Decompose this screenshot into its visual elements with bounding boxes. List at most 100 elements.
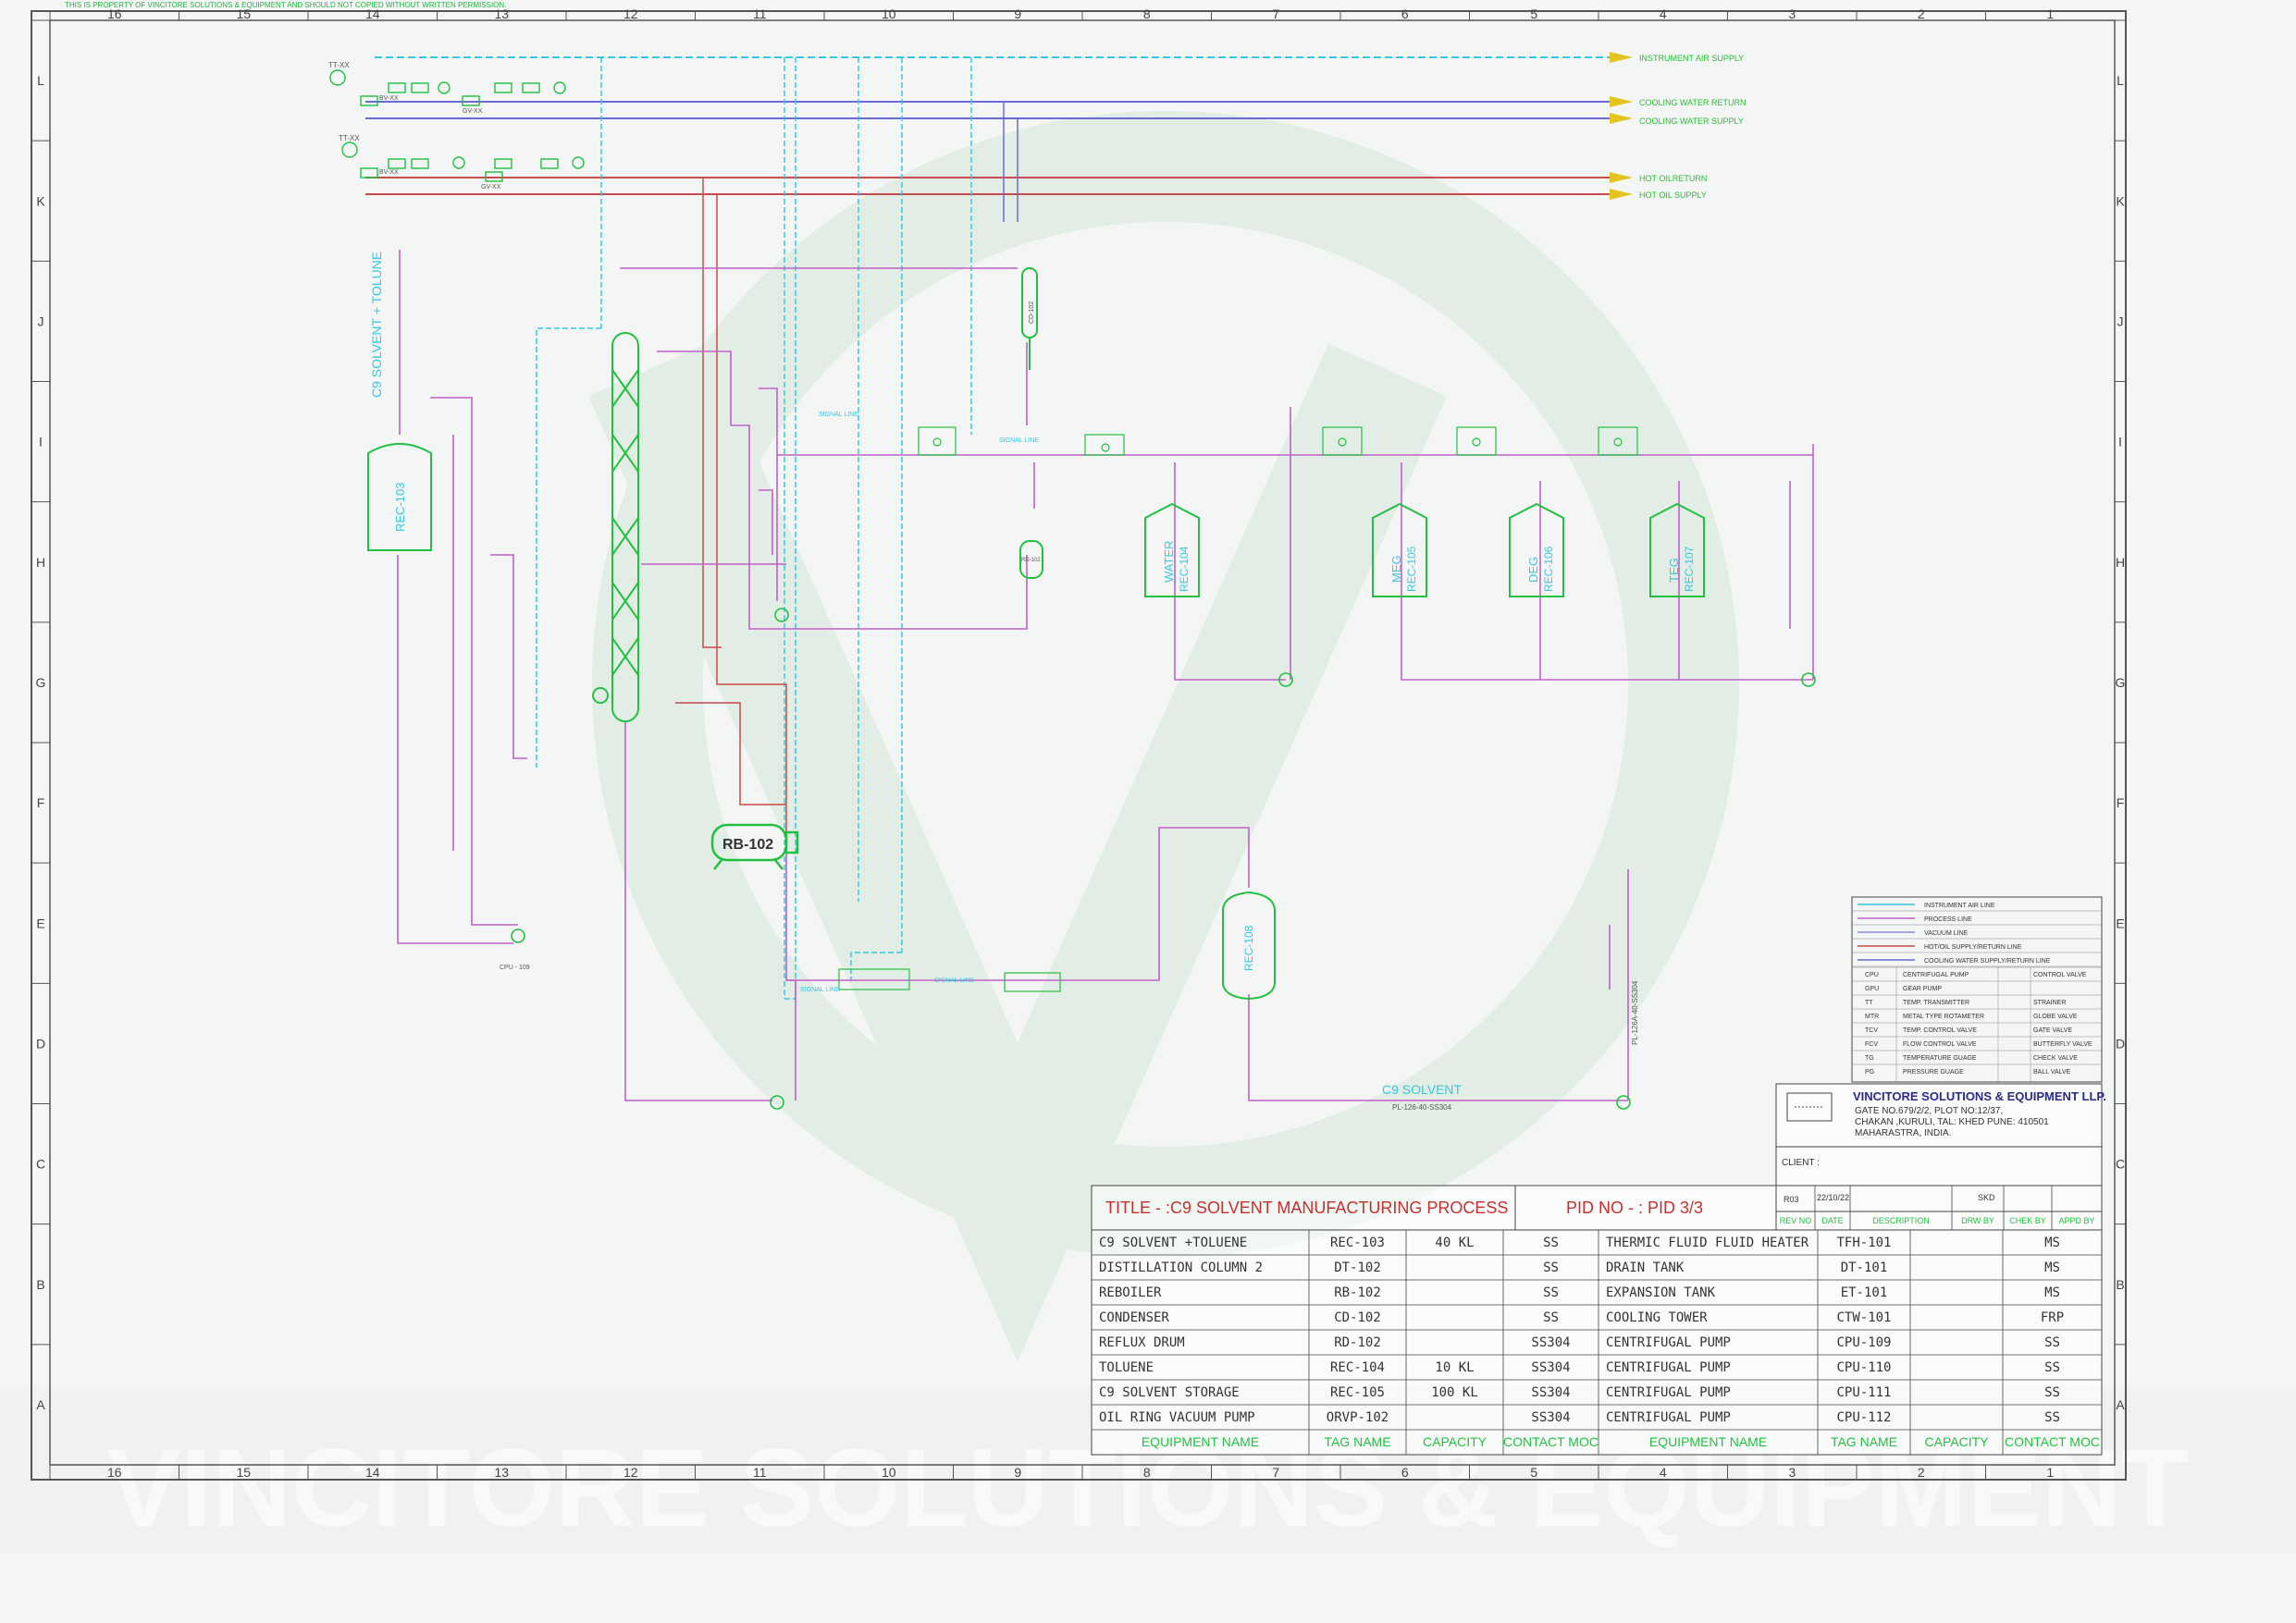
signal-line-3: SIGNAL LINE — [800, 987, 840, 993]
valve-clusters — [838, 426, 1638, 992]
equipment-table-cell: MS — [2044, 1236, 2060, 1250]
grid-col-bottom: 15 — [236, 1465, 251, 1480]
equipment-table-cell: SS — [1543, 1285, 1559, 1300]
grid-col-bottom: 9 — [1014, 1465, 1021, 1480]
rec-105-service: MEG — [1389, 555, 1403, 583]
process-lines — [397, 250, 1814, 1101]
grid-col-top: 7 — [1272, 6, 1279, 21]
rev-header-cell: APPD BY — [2058, 1216, 2094, 1225]
gv-tag-2: GV-XX — [481, 184, 501, 191]
grid-col-bottom: 12 — [623, 1465, 638, 1480]
grid-row-left: K — [36, 193, 45, 208]
legend-abbrev-code: TT — [1865, 1000, 1873, 1006]
legend-symbol-name: BALL VALVE — [2033, 1069, 2071, 1076]
equipment-table-cell: EXPANSION TANK — [1606, 1285, 1716, 1300]
legend-line-label: INSTRUMENT AIR LINE — [1924, 903, 1995, 909]
grid-row-left: G — [36, 675, 46, 690]
grid-row-right: L — [2117, 73, 2124, 88]
utility-label-hot-oil-return: HOT OILRETURN — [1639, 174, 1707, 183]
legend-abbrev-name: TEMP. CONTROL VALVE — [1903, 1027, 1977, 1034]
grid-row-right: J — [2117, 314, 2124, 328]
equipment-table-cell: CENTRIFUGAL PUMP — [1606, 1385, 1731, 1400]
utility-lines — [365, 56, 1628, 195]
c9-line-vertical-tag: PL-126A-40-SS304 — [1631, 980, 1639, 1045]
utility-arrows — [1610, 52, 1633, 200]
equipment-table-header: TAG NAME — [1831, 1434, 1897, 1449]
grid-col-top: 13 — [494, 6, 509, 21]
legend-symbol-name: CONTROL VALVE — [2033, 972, 2087, 978]
equipment-table-cell: ET-101 — [1841, 1285, 1888, 1300]
equipment-table-cell: SS304 — [1531, 1385, 1570, 1400]
grid-col-top: 6 — [1401, 6, 1409, 21]
cooling-water-drops — [1003, 102, 1018, 222]
utility-label-cw-supply: COOLING WATER SUPPLY — [1639, 117, 1744, 126]
cd-102-tag: CD-102 — [1029, 301, 1035, 324]
legend-symbol-name: STRAINER — [2033, 1000, 2066, 1006]
grid-col-bottom: 14 — [365, 1465, 380, 1480]
equipment-table-cell: ORVP-102 — [1327, 1410, 1389, 1425]
equipment-table-cell: SS304 — [1531, 1410, 1570, 1425]
legend-symbol-name: BUTTERFLY VALVE — [2033, 1041, 2092, 1048]
grid-col-bottom: 4 — [1660, 1465, 1667, 1480]
rec-108-tag: REC-108 — [1242, 925, 1255, 971]
pumps — [511, 608, 1816, 1110]
equipment-table-cell: REC-105 — [1330, 1385, 1385, 1400]
rec-107-tag: REC-107 — [1683, 546, 1696, 592]
grid-col-top: 11 — [753, 6, 767, 21]
reflux-drum-rd-102 — [1019, 540, 1043, 579]
equipment-table-cell: THERMIC FLUID FLUID HEATER — [1606, 1236, 1809, 1250]
equipment-table-cell: 100 KL — [1431, 1385, 1478, 1400]
grid-col-top: 16 — [107, 6, 122, 21]
legend-symbol-name: CHECK VALVE — [2033, 1055, 2078, 1062]
signal-line-4: SIGNAL LINE — [934, 977, 974, 984]
equipment-table-cell: RB-102 — [1334, 1285, 1381, 1300]
grid-col-top: 10 — [882, 6, 896, 21]
hot-oil-drops — [675, 178, 787, 851]
grid-row-right: D — [2116, 1036, 2125, 1051]
grid-col-top: 8 — [1143, 6, 1151, 21]
legend-line-label: VACUUM LINE — [1924, 930, 1969, 937]
grid-col-bottom: 11 — [753, 1465, 767, 1480]
grid-row-left: I — [39, 435, 43, 449]
grid-row-left: J — [38, 314, 44, 328]
c9-solvent-label: C9 SOLVENT — [1382, 1082, 1463, 1097]
grid-col-top: 5 — [1530, 6, 1537, 21]
instrument-air-drops — [536, 57, 972, 1000]
grid-row-right: H — [2116, 555, 2125, 570]
rev-no: R03 — [1784, 1195, 1799, 1204]
company-block — [1775, 1083, 2103, 1187]
rec-106-tag: REC-106 — [1542, 546, 1555, 592]
grid-row-right: F — [2117, 795, 2125, 810]
rev-date: 22/10/22 — [1817, 1193, 1849, 1202]
grid-col-top: 2 — [1918, 6, 1925, 21]
legend-abbrev-code: PG — [1865, 1069, 1874, 1076]
grid-col-bottom: 13 — [494, 1465, 509, 1480]
grid-marks: 1616151514141313121211111010998877665544… — [31, 6, 2126, 1480]
rd-102-tag: RD-102 — [1021, 558, 1041, 563]
equipment-table-cell: C9 SOLVENT +TOLUENE — [1099, 1236, 1247, 1250]
equipment-table-cell: SS — [2044, 1360, 2060, 1375]
tt-tag-2: TT-XX — [339, 134, 360, 142]
equipment-table-cell: CPU-110 — [1836, 1360, 1891, 1375]
equipment-table-cell: DT-101 — [1841, 1260, 1888, 1275]
cpu-109-tag: CPU - 109 — [500, 965, 530, 971]
signal-line-1: SIGNAL LINE — [819, 412, 858, 418]
condenser-cd-102 — [1021, 267, 1038, 370]
equipment-table-cell: CONDENSER — [1099, 1310, 1169, 1325]
copyright-note: THIS IS PROPERTY OF VINCITORE SOLUTIONS … — [65, 1, 506, 9]
rev-drawn: SKD — [1978, 1193, 1995, 1202]
equipment-table-cell: CPU-111 — [1836, 1385, 1891, 1400]
equipment-table-cell: CENTRIFUGAL PUMP — [1606, 1410, 1731, 1425]
equipment-table-cell: SS — [1543, 1260, 1559, 1275]
grid-row-right: K — [2116, 193, 2125, 208]
legend-line-label: COOLING WATER SUPPLY/RETURN LINE — [1924, 958, 2051, 965]
equipment-table-header: TAG NAME — [1324, 1434, 1390, 1449]
equipment-table-header: EQUIPMENT NAME — [1142, 1434, 1259, 1449]
grid-col-top: 4 — [1660, 6, 1667, 21]
company-address-2: CHAKAN ,KURULI, TAL: KHED PUNE: 410501 — [1855, 1117, 2049, 1127]
bv-tag-1: BV-XX — [379, 95, 399, 102]
drawing-title: TITLE - :C9 SOLVENT MANUFACTURING PROCES… — [1105, 1199, 1508, 1217]
